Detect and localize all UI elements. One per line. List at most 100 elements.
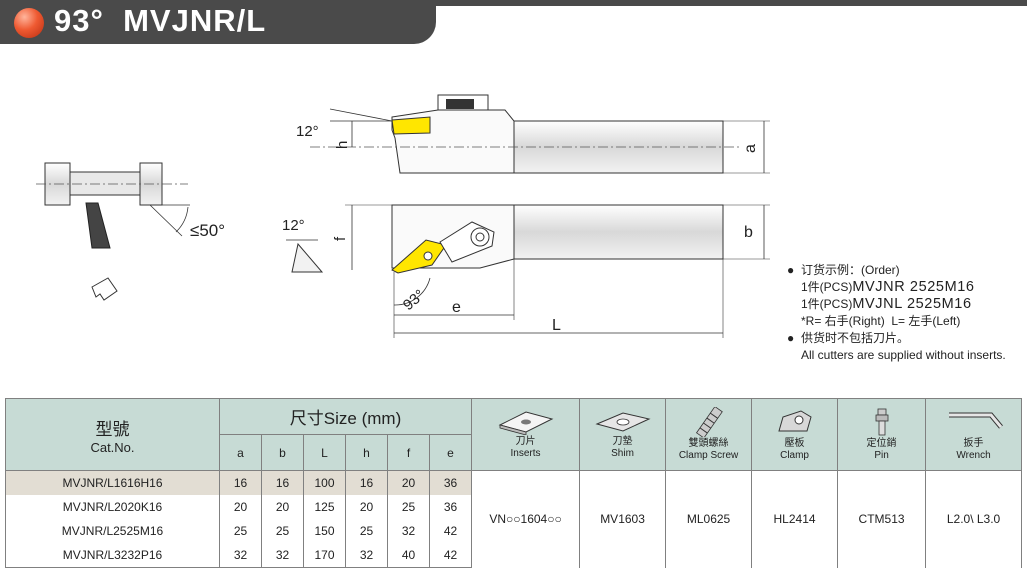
dim-e-label: e	[452, 299, 461, 316]
part-pin-value: CTM513	[837, 470, 927, 568]
order-title: 订货示例：(Order)	[801, 263, 900, 277]
size-cell: 170	[303, 543, 346, 569]
clamp-icon	[777, 410, 812, 432]
holder-plan-view	[286, 204, 770, 338]
workpiece-view	[36, 162, 190, 301]
parts-clamp-cn: 壓板	[784, 438, 805, 450]
size-cell: 20	[261, 495, 304, 520]
lead-angle-arc	[393, 277, 431, 306]
top-clamp-inner	[446, 99, 474, 109]
header-rule	[0, 0, 1027, 6]
table-row: MVJNR/L2525M16 25 25 150 25 32 42	[5, 519, 1022, 544]
parts-clamp-en: Clamp	[780, 450, 809, 462]
parts-wrench-en: Wrench	[956, 450, 991, 462]
col-header-b: b	[261, 434, 304, 472]
holder-top-view	[310, 94, 770, 174]
parts-wrench-cn: 扳手	[963, 438, 984, 450]
cat-no-cell: MVJNR/L1616H16	[5, 470, 220, 496]
tool-holder-drawing: ≤50° 12° h a	[36, 94, 770, 338]
size-cell: 32	[261, 543, 304, 569]
size-cell: 20	[345, 495, 388, 520]
pin-icon	[875, 408, 888, 436]
approach-angle-arc	[175, 206, 189, 233]
parts-shim-en: Shim	[611, 448, 634, 460]
size-cell: 150	[303, 519, 346, 544]
parts-inserts-cn: 刀片	[515, 436, 536, 448]
rake-angle-label: 12°	[296, 123, 319, 140]
col-header-e: e	[428, 434, 473, 472]
order-example-l-code: MVJNL 2525M16	[852, 296, 972, 312]
size-cell: 20	[387, 470, 430, 496]
inserts-note-row: ● 供货时不包括刀片。	[787, 330, 1006, 347]
size-cell: 25	[219, 519, 262, 544]
size-cell: 32	[219, 543, 262, 569]
plan-shank	[509, 204, 724, 260]
parts-clamp-screw-en: Clamp Screw	[678, 450, 739, 462]
side-insert-profile	[291, 242, 324, 273]
size-cell: 16	[219, 470, 262, 496]
bullet-icon: ●	[787, 263, 795, 277]
wrench-icon	[948, 412, 1003, 429]
order-example-r: 1件(PCS)MVJNR 2525M16	[787, 279, 1006, 296]
hand-left: L= 左手(Left)	[891, 314, 961, 328]
clamp-screw-icon	[695, 407, 723, 438]
size-cell: 25	[345, 519, 388, 544]
size-cell: 36	[428, 470, 473, 496]
plan-clamp-screw-inner	[475, 232, 485, 242]
hand-right: *R= 右手(Right)	[801, 314, 885, 328]
order-example-l-prefix: 1件(PCS)	[801, 297, 853, 311]
size-cell: 32	[345, 543, 388, 569]
dim-f-label: f	[332, 236, 349, 241]
cat-no-cell: MVJNR/L3232P16	[5, 543, 220, 569]
dim-h-label: h	[334, 141, 351, 149]
dim-a-label: a	[742, 144, 759, 153]
size-cell: 16	[261, 470, 304, 496]
part-wrench-value: L2.0\ L3.0	[925, 470, 1023, 568]
dim-b-label: b	[744, 224, 753, 241]
size-cell: 36	[428, 495, 473, 520]
hand-note: *R= 右手(Right) L= 左手(Left)	[787, 313, 1006, 330]
table-row: MVJNR/L3232P16 32 32 170 32 40 42	[5, 543, 1022, 569]
workpiece-body	[69, 171, 141, 196]
order-example-l: 1件(PCS)MVJNL 2525M16	[787, 296, 1006, 313]
table-row: MVJNR/L1616H16 16 16 100 16 20 36 VN○○16…	[5, 470, 1023, 568]
bullet-icon: ●	[787, 331, 795, 345]
size-cell: 16	[345, 470, 388, 496]
page-title: 93° MVJNR/L	[54, 3, 267, 38]
part-clamp-value: HL2414	[751, 470, 839, 568]
col-header-L: L	[303, 434, 346, 472]
feed-arrow-icon	[91, 277, 118, 301]
insert-screw-hole	[423, 251, 433, 261]
size-cell: 40	[387, 543, 430, 569]
cat-no-cell: MVJNR/L2525M16	[5, 519, 220, 544]
inserts-note-cn: 供货时不包括刀片。	[801, 331, 910, 345]
part-clamp-screw-value: ML0625	[665, 470, 753, 568]
order-example-r-code: MVJNR 2525M16	[852, 279, 975, 295]
model-header-en: Cat.No.	[90, 439, 135, 455]
parts-shim-cn: 刀墊	[612, 436, 633, 448]
header-banner	[0, 0, 436, 44]
insert-icon	[498, 411, 553, 436]
approach-angle-label: ≤50°	[190, 221, 225, 240]
size-header: 尺寸Size (mm)	[218, 397, 473, 436]
size-cell: 125	[303, 495, 346, 520]
size-cell: 25	[261, 519, 304, 544]
inserts-note-en: All cutters are supplied without inserts…	[801, 348, 1006, 362]
order-notes: ●订货示例：(Order) 1件(PCS)MVJNR 2525M16 1件(PC…	[787, 262, 1006, 364]
col-header-a: a	[219, 434, 262, 472]
size-cell: 42	[428, 543, 473, 569]
cat-no-cell: MVJNR/L2020K16	[5, 495, 220, 520]
order-title-row: ● 订货示例：(Order)	[787, 262, 1006, 279]
parts-inserts-en: Inserts	[510, 448, 541, 460]
side-angle-label: 12°	[282, 217, 305, 234]
size-cell: 32	[387, 519, 430, 544]
column-header-row: a b L h f e	[6, 434, 1022, 472]
workpiece-cutter	[85, 202, 111, 249]
